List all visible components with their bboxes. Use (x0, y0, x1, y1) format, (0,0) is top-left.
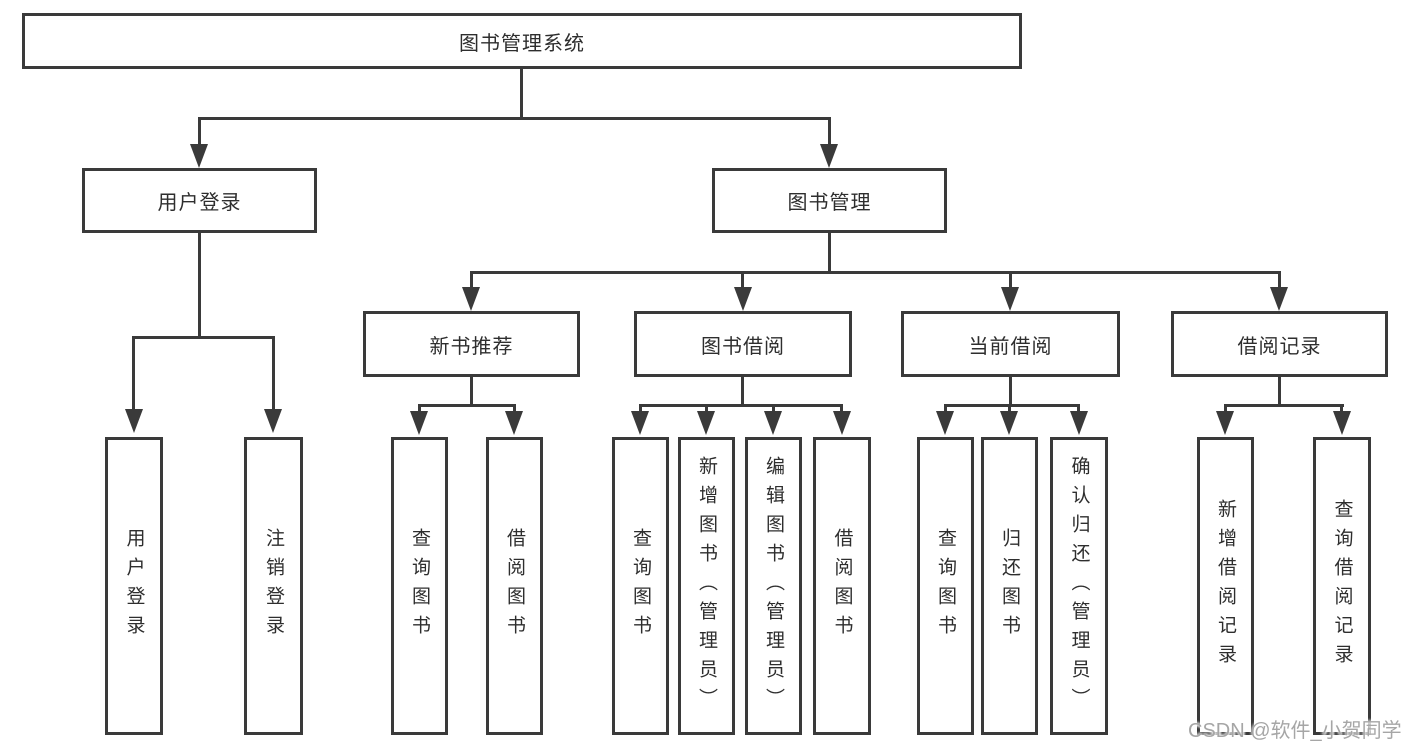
arrowhead-down-icon (462, 287, 480, 311)
arrow-shaft (828, 119, 831, 146)
stub-new-book-recommend (470, 377, 473, 406)
arrowhead-down-icon (1216, 411, 1234, 435)
node-user-login-label: 用户登录 (157, 192, 242, 214)
leaf-query-borrow-record: 查询借阅记录 (1313, 437, 1371, 735)
arrow-shaft (418, 406, 421, 413)
arrow-shaft (1340, 406, 1343, 413)
leaf-add-books-admin: 新增图书（管理员） (678, 437, 735, 735)
trunk-borrowing-records-children (1224, 404, 1344, 407)
arrow-shaft (1278, 273, 1281, 289)
leaf-borrow-books-1-label: 借阅图书 (504, 528, 525, 644)
trunk-level3 (470, 271, 1281, 274)
leaf-query-books-3-label: 查询图书 (935, 528, 956, 644)
leaf-query-books-2: 查询图书 (612, 437, 669, 735)
arrow-shaft (1224, 406, 1227, 413)
arrow-shaft (944, 406, 947, 413)
leaf-confirm-return-admin-label: 确认归还（管理员） (1068, 455, 1090, 717)
arrow-shaft (639, 406, 642, 413)
node-new-book-recommend: 新书推荐 (363, 311, 580, 377)
arrowhead-down-icon (264, 409, 282, 433)
stub-root (520, 69, 523, 120)
leaf-query-books-2-label: 查询图书 (630, 528, 651, 644)
trunk-level2 (198, 117, 831, 120)
arrowhead-down-icon (1001, 287, 1019, 311)
node-borrowing-records: 借阅记录 (1171, 311, 1388, 377)
stub-book-borrowing (741, 377, 744, 406)
arrowhead-down-icon (697, 411, 715, 435)
stub-borrowing-records (1278, 377, 1281, 406)
leaf-query-books-1-label: 查询图书 (409, 528, 430, 644)
node-borrowing-records-label: 借阅记录 (1237, 335, 1322, 358)
arrow-shaft (132, 338, 135, 410)
arrowhead-down-icon (1333, 411, 1351, 435)
arrow-shaft (840, 406, 843, 413)
node-user-login: 用户登录 (82, 168, 317, 233)
node-current-borrowing-label: 当前借阅 (968, 335, 1053, 358)
node-book-management-label: 图书管理 (787, 192, 872, 214)
arrowhead-down-icon (410, 411, 428, 435)
stub-current-borrowing (1009, 377, 1012, 406)
leaf-borrow-books-2-label: 借阅图书 (831, 528, 853, 644)
node-root-label: 图书管理系统 (459, 32, 585, 55)
arrow-shaft (772, 406, 775, 413)
arrowhead-down-icon (764, 411, 782, 435)
node-root: 图书管理系统 (22, 13, 1022, 69)
arrowhead-down-icon (505, 411, 523, 435)
leaf-confirm-return-admin: 确认归还（管理员） (1050, 437, 1108, 735)
trunk-new-book-children (418, 404, 516, 407)
arrow-shaft (1009, 273, 1012, 289)
arrow-shaft (513, 406, 516, 413)
node-current-borrowing: 当前借阅 (901, 311, 1120, 377)
leaf-user-login-label: 用户登录 (123, 528, 145, 644)
leaf-borrow-books-1: 借阅图书 (486, 437, 543, 735)
leaf-query-books-3: 查询图书 (917, 437, 974, 735)
arrow-shaft (1077, 406, 1080, 413)
arrow-shaft (198, 119, 201, 146)
trunk-current-borrowing-children (944, 404, 1080, 407)
leaf-add-borrow-record-label: 新增借阅记录 (1215, 499, 1236, 673)
arrow-shaft (1008, 406, 1011, 413)
leaf-add-books-admin-label: 新增图书（管理员） (696, 455, 717, 717)
leaf-logout: 注销登录 (244, 437, 303, 735)
arrow-shaft (470, 273, 473, 289)
leaf-add-borrow-record: 新增借阅记录 (1197, 437, 1254, 735)
stub-user-login (198, 233, 201, 338)
arrow-shaft (272, 338, 275, 410)
leaf-logout-label: 注销登录 (263, 528, 284, 644)
stub-book-management (828, 233, 831, 274)
node-book-management: 图书管理 (712, 168, 947, 233)
leaf-edit-books-admin-label: 编辑图书（管理员） (763, 455, 784, 717)
arrowhead-down-icon (1000, 411, 1018, 435)
arrowhead-down-icon (833, 411, 851, 435)
node-book-borrowing: 图书借阅 (634, 311, 852, 377)
leaf-query-borrow-record-label: 查询借阅记录 (1331, 499, 1353, 673)
node-book-borrowing-label: 图书借阅 (701, 335, 785, 358)
leaf-return-books: 归还图书 (981, 437, 1038, 735)
node-new-book-recommend-label: 新书推荐 (429, 335, 514, 358)
leaf-borrow-books-2: 借阅图书 (813, 437, 871, 735)
arrowhead-down-icon (734, 287, 752, 311)
arrow-shaft (741, 273, 744, 289)
leaf-query-books-1: 查询图书 (391, 437, 448, 735)
arrowhead-down-icon (190, 144, 208, 168)
arrowhead-down-icon (631, 411, 649, 435)
csdn-watermark: CSDN @软件_小贺同学 (1188, 720, 1402, 742)
arrowhead-down-icon (1270, 287, 1288, 311)
arrow-shaft (705, 406, 708, 413)
leaf-edit-books-admin: 编辑图书（管理员） (745, 437, 802, 735)
trunk-user-login-children (132, 336, 275, 339)
arrowhead-down-icon (936, 411, 954, 435)
leaf-user-login: 用户登录 (105, 437, 163, 735)
arrowhead-down-icon (125, 409, 143, 433)
leaf-return-books-label: 归还图书 (999, 528, 1020, 644)
arrowhead-down-icon (820, 144, 838, 168)
trunk-book-borrowing-children (639, 404, 843, 407)
arrowhead-down-icon (1070, 411, 1088, 435)
